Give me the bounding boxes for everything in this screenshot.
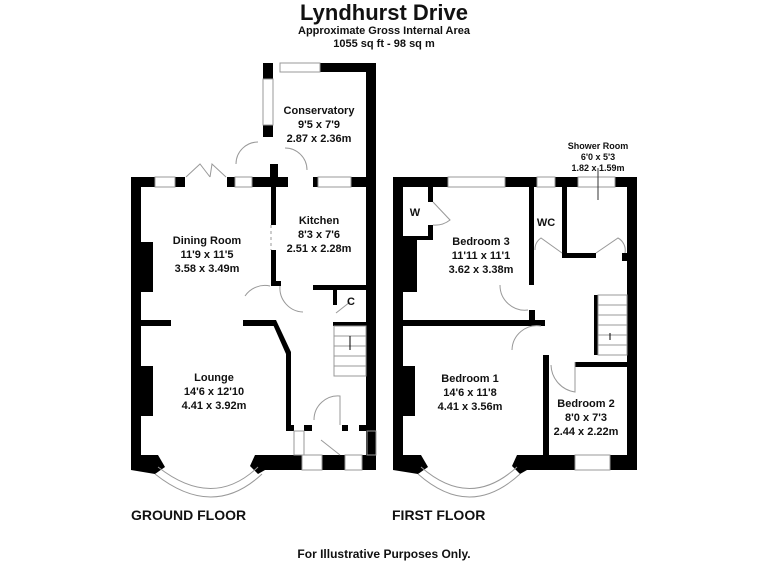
room-metric: 2.87 x 2.36m <box>286 133 352 145</box>
room-metric: 3.62 x 3.38m <box>448 264 514 276</box>
ground-floor-label: GROUND FLOOR <box>131 507 247 523</box>
room-metric: 2.51 x 2.28m <box>286 243 352 255</box>
first-floor-label: FIRST FLOOR <box>392 507 486 523</box>
cupboard-label: C <box>347 296 355 308</box>
wc-label: WC <box>536 217 556 229</box>
area-subtitle: Approximate Gross Internal Area <box>298 25 470 37</box>
room-imperial: 8'3 x 7'6 <box>298 229 340 241</box>
room-conservatory: Conservatory 9'5 x 7'9 2.87 x 2.36m <box>284 104 355 146</box>
room-name: Lounge <box>194 372 234 384</box>
wardrobe-label: W <box>409 207 421 219</box>
room-kitchen: Kitchen 8'3 x 7'6 2.51 x 2.28m <box>287 214 352 256</box>
room-name: Bedroom 2 <box>557 398 615 410</box>
room-imperial: 8'0 x 7'3 <box>565 412 607 424</box>
room-imperial: 9'5 x 7'9 <box>298 119 340 131</box>
room-name: Bedroom 1 <box>441 373 499 385</box>
room-imperial: 14'6 x 12'10 <box>183 386 245 398</box>
room-name: Shower Room <box>567 141 629 151</box>
room-metric: 4.41 x 3.92m <box>181 400 247 412</box>
first-floor-details <box>417 168 628 498</box>
room-metric: 2.44 x 2.22m <box>553 426 619 438</box>
room-bedroom-2: Bedroom 2 8'0 x 7'3 2.44 x 2.22m <box>554 397 619 439</box>
ground-floor-walls <box>131 63 376 474</box>
room-imperial: 11'9 x 11'5 <box>180 249 234 261</box>
room-metric: 1.82 x 1.59m <box>571 163 625 173</box>
first-floor-walls <box>393 177 637 474</box>
room-bedroom-3: Bedroom 3 11'11 x 11'1 3.62 x 3.38m <box>449 235 514 277</box>
room-metric: 4.41 x 3.56m <box>437 401 503 413</box>
room-imperial: 11'11 x 11'1 <box>451 250 511 262</box>
room-metric: 3.58 x 3.49m <box>174 263 240 275</box>
room-imperial: 6'0 x 5'3 <box>580 152 616 162</box>
page-title: Lyndhurst Drive <box>300 0 468 25</box>
room-name: Bedroom 3 <box>452 236 510 248</box>
ground-floor-details <box>154 62 377 498</box>
room-imperial: 14'6 x 11'8 <box>443 387 497 399</box>
room-lounge: Lounge 14'6 x 12'10 4.41 x 3.92m <box>182 371 247 413</box>
room-bedroom-1: Bedroom 1 14'6 x 11'8 4.41 x 3.56m <box>438 372 503 414</box>
room-dining-room: Dining Room 11'9 x 11'5 3.58 x 3.49m <box>173 234 241 276</box>
room-name: Conservatory <box>283 105 355 117</box>
room-shower-room: Shower Room 6'0 x 5'3 1.82 x 1.59m <box>568 141 629 174</box>
area-value: 1055 sq ft - 98 sq m <box>333 38 435 50</box>
disclaimer: For Illustrative Purposes Only. <box>297 547 471 561</box>
room-name: Kitchen <box>298 215 340 227</box>
room-name: Dining Room <box>172 235 242 247</box>
